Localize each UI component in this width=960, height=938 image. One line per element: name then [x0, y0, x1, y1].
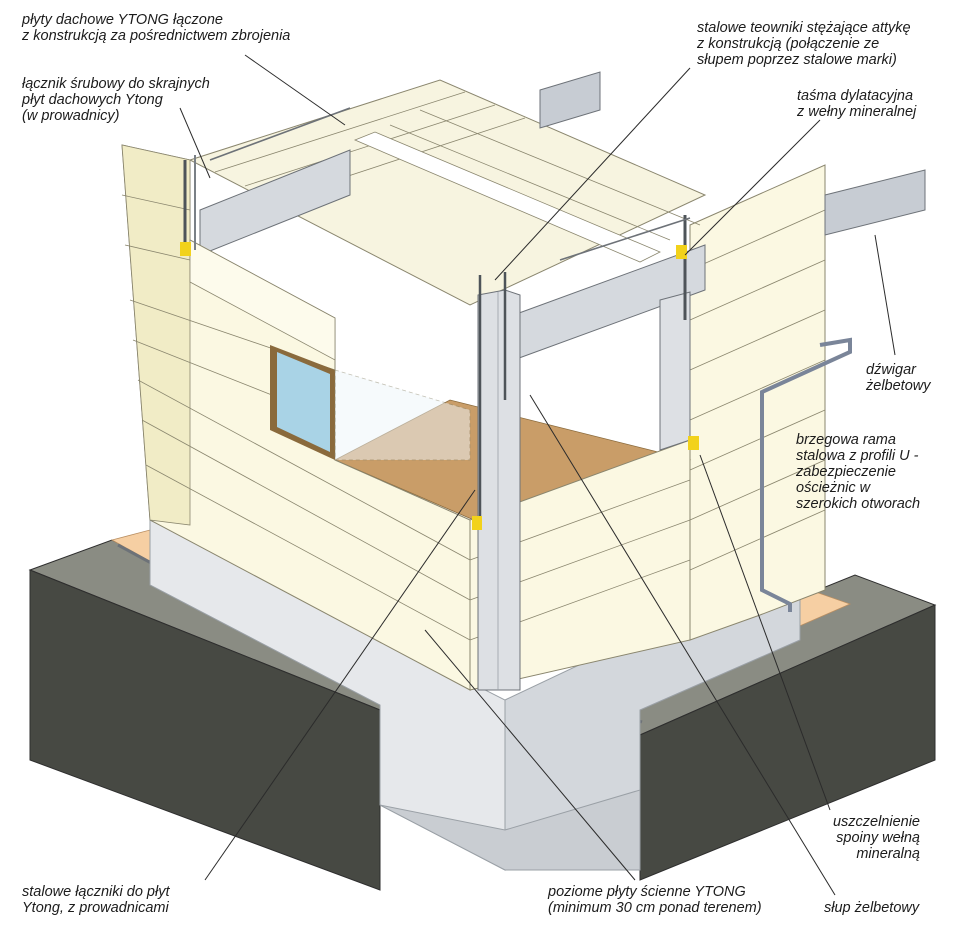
label-steel-tees: stalowe teowniki stężające attykę z kons…	[697, 20, 911, 68]
label-girder: dźwigar żelbetowy	[866, 362, 931, 394]
steel-profiles	[183, 107, 852, 612]
leader-lines	[179, 54, 896, 896]
label-edge-frame: brzegowa rama stalowa z profili U - zabe…	[796, 432, 921, 512]
wall-right-back	[689, 164, 826, 641]
girders	[199, 71, 926, 366]
label-column: słup żelbetowy	[824, 900, 920, 916]
label-screw-connector: łącznik śrubowy do skrajnych płyt dachow…	[22, 76, 210, 124]
roof-slabs	[188, 79, 707, 306]
window	[270, 345, 471, 461]
label-roof-slabs: płyty dachowe YTONG łączone z konstrukcj…	[22, 12, 291, 44]
label-joint-sealing: uszczelnienie spoiny wełną mineralną	[832, 814, 920, 862]
label-expansion-tape: taśma dylatacyjna z wełny mineralnej	[797, 88, 917, 120]
label-steel-connectors: stalowe łączniki do płyt Ytong, z prowad…	[22, 884, 170, 916]
label-wall-panels: poziome płyty ścienne YTONG (minimum 30 …	[548, 884, 762, 916]
concrete-column	[477, 289, 691, 691]
expansion-tapes	[180, 242, 699, 530]
